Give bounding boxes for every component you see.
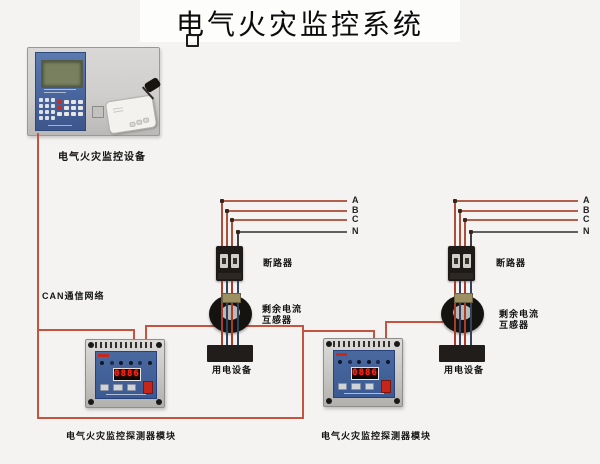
neutral-wire [237, 231, 347, 233]
wire-junction-dot [236, 230, 240, 234]
module-label: 电气火灾监控探测器模块 [321, 431, 432, 441]
wire-junction-dot [220, 199, 224, 203]
module-buttons [100, 384, 136, 391]
phase-b-vertical-wire [226, 210, 228, 248]
feeder-wire-2 [226, 281, 228, 346]
can-bus-vertical-wire [37, 133, 39, 419]
circuit-breaker [216, 246, 243, 281]
controller-panel-text-line [44, 89, 76, 90]
phase-a-vertical-wire [221, 200, 223, 248]
phase-c-vertical-wire [231, 219, 233, 248]
module1-ct-riser-wire [145, 325, 147, 342]
feeder-wire-1 [454, 281, 456, 346]
controller-reset-button [92, 106, 104, 118]
module2-ct-riser-wire [385, 321, 387, 341]
detector-module: 0886 [323, 338, 403, 407]
ct-terminal-block [222, 293, 241, 303]
neutral-vertical-wire [237, 231, 239, 248]
can-drop-module1-wire [133, 329, 135, 342]
controller-button-grid-right [57, 100, 83, 120]
ct-label: 剩余电流 互感器 [262, 304, 303, 325]
controller-label: 电气火灾监控设备 [58, 152, 146, 163]
load-label: 用电设备 [212, 365, 253, 375]
module2-ct-link-wire [385, 321, 443, 323]
phase-c-vertical-wire [464, 219, 466, 248]
phase-c-label: C [352, 214, 359, 224]
breaker-label: 断路器 [263, 258, 294, 268]
phase-a-vertical-wire [454, 200, 456, 248]
can-branch-module1-wire [37, 329, 135, 331]
feeder-wire-4 [237, 281, 239, 346]
load-equipment-box [439, 345, 485, 362]
phase-c-label: C [583, 214, 590, 224]
can-bus-riser-wire [302, 326, 304, 419]
can-bus-bottom-wire [37, 417, 304, 419]
feeder-wire-1 [221, 281, 223, 346]
module-led-display: 0886 [113, 368, 141, 381]
module-logo-mark [336, 353, 347, 356]
module-test-button [143, 381, 153, 394]
phase-a-wire [454, 200, 578, 202]
detector-module: 0886 [85, 339, 165, 408]
wire-junction-dot [225, 209, 229, 213]
module-led-row [338, 360, 390, 364]
module-led-row [100, 361, 152, 365]
feeder-wire-2 [459, 281, 461, 346]
wire-junction-dot [230, 218, 234, 222]
phase-a-wire [221, 200, 347, 202]
controller-logo-mark [48, 125, 72, 126]
controller-handset [104, 94, 158, 135]
phase-c-wire [231, 219, 347, 221]
module-led-display: 0886 [351, 367, 379, 380]
wire-junction-dot [458, 209, 462, 213]
wire-junction-dot [469, 230, 473, 234]
page-title: 电气火灾监控系统 [175, 10, 424, 41]
circuit-breaker [448, 246, 475, 281]
feeder-wire-4 [470, 281, 472, 346]
ct-terminal-block [454, 293, 473, 303]
breaker-label: 断路器 [496, 258, 527, 268]
module-logo-mark [98, 354, 109, 357]
phase-b-vertical-wire [459, 210, 461, 248]
feeder-wire-3 [231, 281, 233, 346]
controller-panel-text-line [44, 92, 66, 93]
load-label: 用电设备 [444, 365, 485, 375]
module-test-button [381, 380, 391, 393]
module-label: 电气火灾监控探测器模块 [66, 431, 177, 441]
controller-front-panel [35, 52, 86, 131]
module-buttons [338, 383, 374, 390]
wire-junction-dot [453, 199, 457, 203]
neutral-label: N [583, 226, 590, 236]
neutral-vertical-wire [470, 231, 472, 248]
feeder-wire-3 [464, 281, 466, 346]
controller-button-grid-left [39, 98, 56, 124]
ct-label: 剩余电流 互感器 [499, 309, 540, 330]
phase-a-label: A [352, 195, 359, 205]
neutral-label: N [352, 226, 359, 236]
phase-b-wire [459, 210, 578, 212]
controller-lcd-screen [41, 60, 83, 88]
can-network-label: CAN通信网络 [42, 291, 105, 301]
phase-c-wire [464, 219, 578, 221]
can-branch-module2-wire [302, 330, 375, 332]
controller-device-image [27, 47, 162, 136]
phase-b-label: B [583, 205, 590, 215]
wall-socket-icon [186, 34, 199, 47]
can-drop-module2-wire [373, 330, 375, 341]
neutral-wire [470, 231, 578, 233]
phase-b-label: B [352, 205, 359, 215]
phase-b-wire [226, 210, 347, 212]
load-equipment-box [207, 345, 253, 362]
phase-a-label: A [583, 195, 590, 205]
wire-junction-dot [463, 218, 467, 222]
